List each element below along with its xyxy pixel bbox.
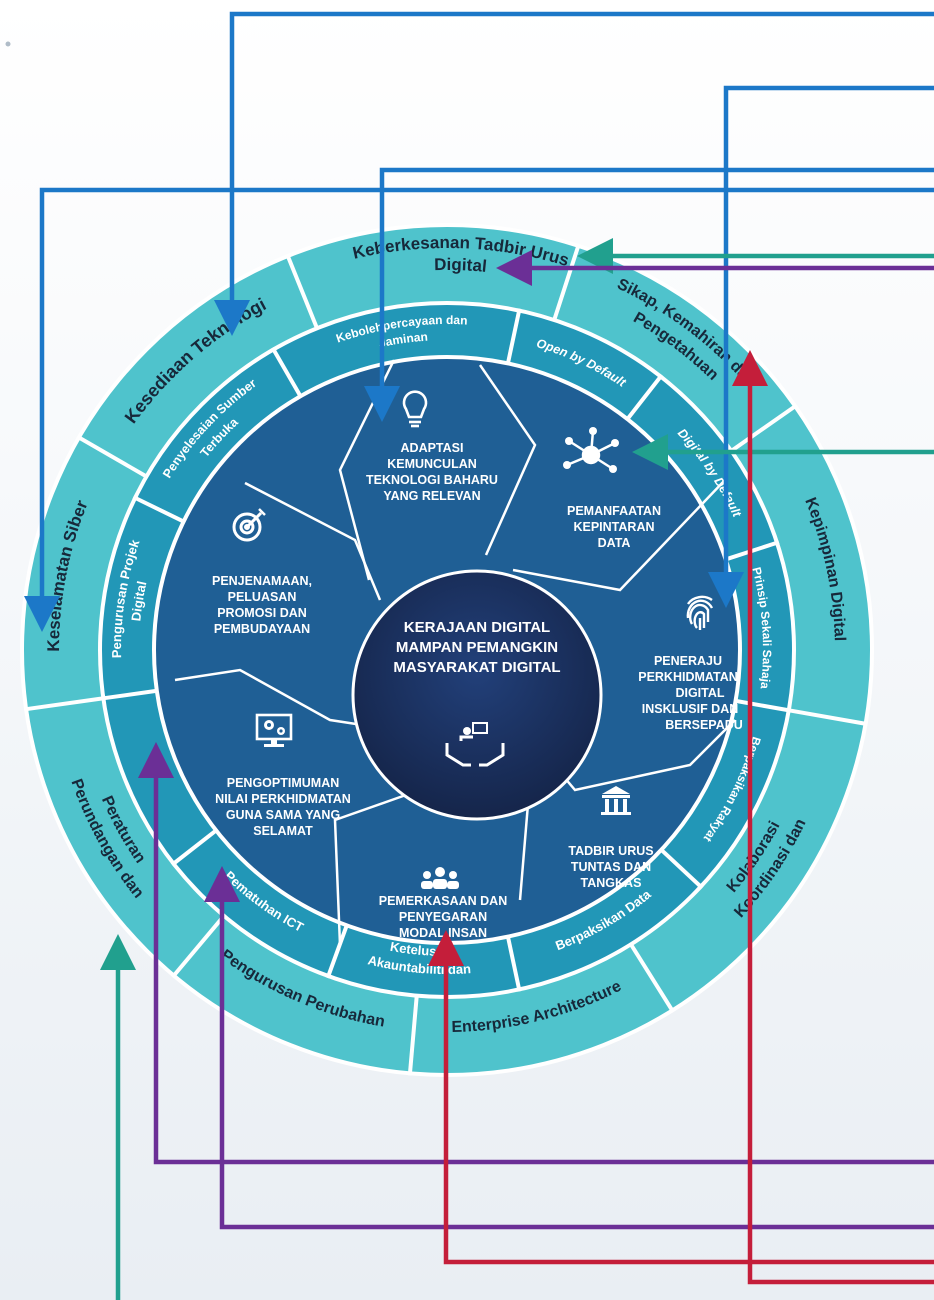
segment-label: YANG RELEVAN — [383, 489, 480, 503]
segment-label: MODAL INSAN — [399, 926, 487, 940]
arrow-purple-pematuhan — [204, 866, 934, 1230]
ring-divider — [505, 934, 522, 992]
ring-divider — [132, 495, 187, 525]
segment-label: KEMUNCULAN — [387, 457, 477, 471]
ring-divider — [270, 346, 304, 399]
segment-label: PEMANFAATAN — [567, 504, 661, 518]
arrow-blue-adaptasi — [364, 167, 934, 422]
center-line: MASYARAKAT DIGITAL — [393, 659, 560, 676]
ring-divider — [628, 941, 675, 1014]
segment-label: PROMOSI DAN — [217, 606, 307, 620]
inner-segment-peneraju: PENERAJU PERKHIDMATAN DIGITAL INSKLUSIF … — [638, 595, 743, 732]
segment-label: DATA — [598, 536, 631, 550]
segment-label: TUNTAS DAN — [571, 860, 651, 874]
center-line: MAMPAN PEMANGKIN — [396, 639, 558, 656]
segment-label: GUNA SAMA YANG — [226, 808, 340, 822]
connector-arrows — [24, 11, 934, 1300]
segment-label: TADBIR URUS — [568, 844, 653, 858]
team-people-icon — [421, 867, 459, 889]
ring-divider — [285, 253, 320, 331]
segment-label: NILAI PERKHIDMATAN — [215, 792, 351, 806]
segment-label: INSKLUSIF DAN — [642, 702, 739, 716]
lightbulb-icon — [402, 390, 428, 428]
arrow-red-modal — [428, 930, 934, 1265]
inner-segment-tadbir: TADBIR URUS TUNTAS DAN TANGKAS — [568, 786, 654, 890]
segment-label: PEMERKASAAN DAN — [379, 894, 507, 908]
arrow-blue-keselamatan — [24, 187, 934, 632]
arrow-red-sikap — [732, 350, 934, 1285]
government-building-icon — [601, 786, 631, 815]
inner-segment-adaptasi: ADAPTASI KEMUNCULAN TEKNOLOGI BAHARU YAN… — [366, 390, 498, 503]
ring-divider — [551, 243, 581, 323]
segment-label: KEPINTARAN — [573, 520, 654, 534]
ring-divider — [658, 846, 704, 890]
monitor-gears-icon — [255, 713, 293, 747]
ring-divider — [407, 993, 419, 1076]
segment-label: PEMBUDAYAAN — [214, 622, 310, 636]
segment-label: BERSEPADU — [665, 718, 743, 732]
segment-label: PELUASAN — [228, 590, 297, 604]
segment-label: PENERAJU — [654, 654, 722, 668]
segment-label: PENJENAMAAN, — [212, 574, 312, 588]
decor-dot — [5, 41, 11, 47]
segment-label: ADAPTASI — [401, 441, 464, 455]
segment-label: DIGITAL — [675, 686, 724, 700]
arrow-blue-kesediaan — [214, 11, 934, 336]
outer-ring-dividers — [23, 243, 868, 1076]
center-line: KERAJAAN DIGITAL — [404, 619, 550, 636]
segment-label: PENYEGARAN — [399, 910, 487, 924]
ring-label-text: Digital — [434, 255, 488, 276]
ring-divider — [170, 912, 227, 979]
segment-label: PERKHIDMATAN — [638, 670, 738, 684]
network-hub-icon — [563, 427, 619, 473]
inner-segment-data: PEMANFAATAN KEPINTARAN DATA — [563, 427, 661, 550]
target-dart-icon — [232, 508, 266, 542]
inner-segment-optimum: PENGOPTIMUMAN NILAI PERKHIDMATAN GUNA SA… — [215, 713, 351, 838]
ring-divider — [76, 434, 150, 480]
ring-divider — [505, 308, 522, 366]
ring-divider — [733, 698, 792, 713]
arrow-blue-peneraju — [708, 85, 934, 608]
center-title: KERAJAAN DIGITAL MAMPAN PEMANGKIN MASYAR… — [393, 619, 560, 676]
arrow-purple-projek — [138, 742, 934, 1165]
inner-segment-penjenamaan: PENJENAMAAN, PELUASAN PROMOSI DAN PEMBUD… — [212, 508, 312, 636]
segment-label: TEKNOLOGI BAHARU — [366, 473, 498, 487]
center-circle — [351, 569, 603, 821]
segment-label: SELAMAT — [253, 824, 313, 838]
hands-presentation-icon — [445, 722, 505, 767]
ring-divider — [325, 922, 350, 979]
ring-divider — [728, 403, 798, 454]
ring-divider — [624, 373, 664, 422]
ring-divider — [101, 688, 160, 701]
ring-divider — [786, 707, 868, 727]
segment-label: TANGKAS — [581, 876, 642, 890]
ring-label: Digital — [434, 255, 488, 276]
ring-divider — [23, 696, 106, 712]
segment-label: PENGOPTIMUMAN — [227, 776, 340, 790]
fingerprint-icon — [686, 595, 714, 630]
ring-divider — [170, 827, 219, 867]
